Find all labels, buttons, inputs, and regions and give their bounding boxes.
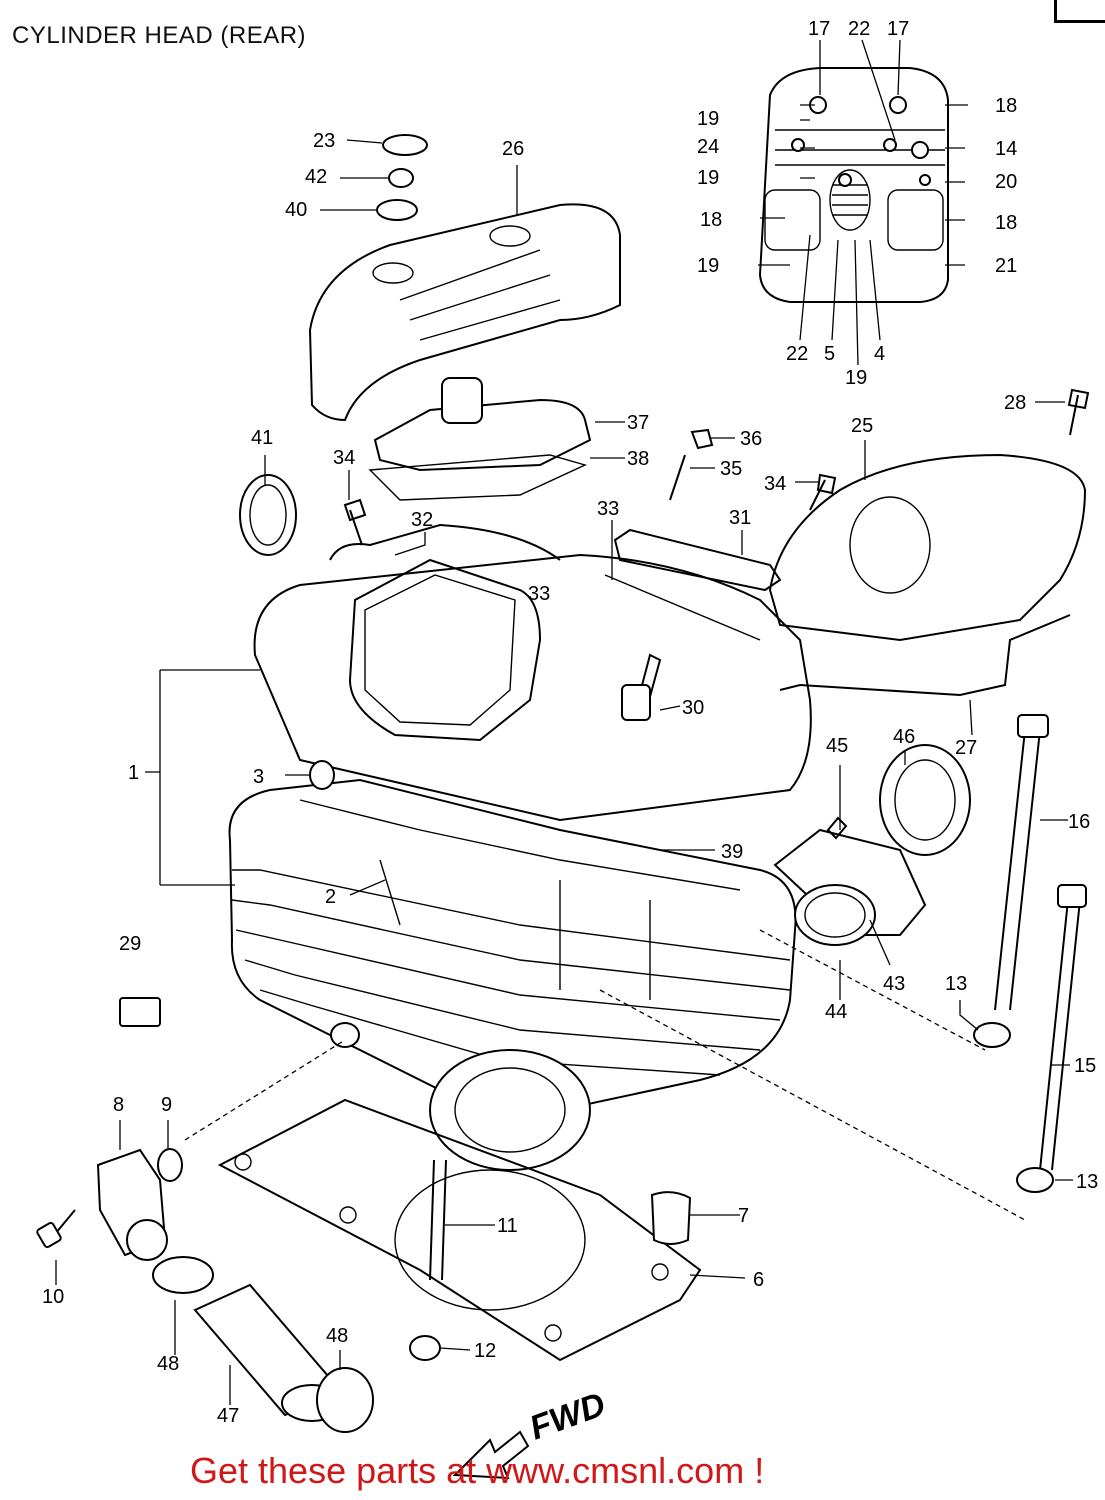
callout-19-c: 19 xyxy=(697,255,719,277)
callout-16: 16 xyxy=(1068,811,1090,833)
callout-18-right: 18 xyxy=(995,212,1017,234)
callout-42: 42 xyxy=(305,166,327,188)
callout-33-top: 33 xyxy=(597,498,619,520)
studs xyxy=(409,1159,692,1361)
callout-35: 35 xyxy=(720,458,742,480)
callout-32: 32 xyxy=(411,509,433,531)
callout-28: 28 xyxy=(1004,392,1026,414)
long-bolts xyxy=(973,714,1087,1193)
callout-38: 38 xyxy=(627,448,649,470)
callout-33-mid: 33 xyxy=(528,583,550,605)
callout-39: 39 xyxy=(721,841,743,863)
callout-6: 6 xyxy=(753,1269,764,1291)
callout-34-right: 34 xyxy=(764,473,786,495)
callout-36: 36 xyxy=(740,428,762,450)
grommet-parts xyxy=(376,134,428,221)
callout-17-right: 17 xyxy=(887,18,909,40)
callout-19-a: 19 xyxy=(697,108,719,130)
callout-2: 2 xyxy=(325,886,336,908)
callout-19-b: 19 xyxy=(697,167,719,189)
callout-11: 11 xyxy=(497,1215,518,1237)
callout-8: 8 xyxy=(113,1094,124,1116)
callout-43: 43 xyxy=(883,973,905,995)
callout-4: 4 xyxy=(874,343,885,365)
dowel-3 xyxy=(309,760,335,790)
callout-44: 44 xyxy=(825,1001,847,1023)
callout-22-bottom: 22 xyxy=(786,343,808,365)
intake-parts xyxy=(773,744,971,946)
corner-mark xyxy=(1054,0,1105,23)
callout-20: 20 xyxy=(995,171,1017,193)
leader-lines xyxy=(55,39,1073,1405)
callout-3: 3 xyxy=(253,766,264,788)
callout-25: 25 xyxy=(851,415,873,437)
callout-48-left: 48 xyxy=(157,1353,179,1375)
head-gasket-6 xyxy=(217,1098,702,1362)
callout-41: 41 xyxy=(251,427,273,449)
callout-37: 37 xyxy=(627,412,649,434)
callout-13-top: 13 xyxy=(945,973,967,995)
spark-plug-30 xyxy=(621,653,662,721)
callout-18-left: 18 xyxy=(700,209,722,231)
callout-24: 24 xyxy=(697,136,719,158)
callout-7: 7 xyxy=(738,1205,749,1227)
callout-13-bottom: 13 xyxy=(1076,1171,1098,1193)
callout-21: 21 xyxy=(995,255,1017,277)
callout-18-top: 18 xyxy=(995,95,1017,117)
callout-29: 29 xyxy=(119,933,141,955)
callout-5: 5 xyxy=(824,343,835,365)
diagram-title: CYLINDER HEAD (REAR) xyxy=(12,22,307,49)
callout-10: 10 xyxy=(42,1286,64,1308)
callout-22-top: 22 xyxy=(848,18,870,40)
seal-ring-41 xyxy=(239,474,297,556)
part-29 xyxy=(119,997,161,1027)
side-cover-26 xyxy=(308,203,621,422)
callout-26: 26 xyxy=(502,138,524,160)
callout-27: 27 xyxy=(955,737,977,759)
callout-30: 30 xyxy=(682,697,704,719)
breather-cover xyxy=(368,377,592,501)
callout-46: 46 xyxy=(893,726,915,748)
callout-15: 15 xyxy=(1074,1055,1096,1077)
callout-14: 14 xyxy=(995,138,1017,160)
callout-19-d: 19 xyxy=(845,367,867,389)
cover-25 xyxy=(768,453,1087,697)
callout-40: 40 xyxy=(285,199,307,221)
callout-labels: 1 2 3 4 5 6 7 8 9 10 11 12 13 13 14 15 1… xyxy=(42,18,1098,1427)
small-bolts xyxy=(343,388,1090,546)
water-joint xyxy=(36,1148,183,1261)
callout-1: 1 xyxy=(128,762,139,784)
cylinder-head-body xyxy=(228,523,812,1171)
parts-banner[interactable]: Get these parts at www.cmsnl.com ! xyxy=(190,1450,765,1491)
callout-45: 45 xyxy=(826,735,848,757)
callout-48-right: 48 xyxy=(326,1325,348,1347)
callout-17-left: 17 xyxy=(808,18,830,40)
gasket-31 xyxy=(604,528,782,641)
callout-9: 9 xyxy=(161,1094,172,1116)
callout-47: 47 xyxy=(217,1405,239,1427)
callout-23: 23 xyxy=(313,130,335,152)
callout-12: 12 xyxy=(474,1340,496,1362)
valve-cover-inset xyxy=(758,67,949,303)
callout-34-left: 34 xyxy=(333,447,355,469)
hose-47 xyxy=(152,1256,374,1433)
callout-31: 31 xyxy=(729,507,751,529)
fwd-label: FWD xyxy=(525,1385,611,1447)
